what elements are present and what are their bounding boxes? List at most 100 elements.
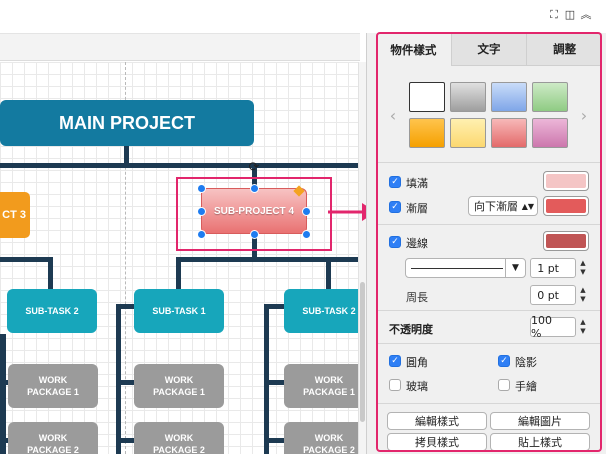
- separator: [378, 310, 600, 311]
- gradient-color-chip: [546, 199, 586, 213]
- gradient-checkbox[interactable]: ✓: [389, 201, 401, 213]
- chevron-down-icon: ▼: [505, 259, 525, 277]
- swatch-next-icon[interactable]: ›: [580, 106, 588, 125]
- connector: [264, 438, 286, 443]
- swatch-blue[interactable]: [491, 82, 527, 112]
- sub-project-3-node[interactable]: CT 3: [0, 192, 30, 238]
- gradient-label: 漸層: [406, 202, 428, 215]
- line-pattern-select[interactable]: ▼: [405, 258, 526, 278]
- perimeter-label: 周長: [406, 291, 428, 304]
- resize-handle[interactable]: [197, 230, 206, 239]
- swatch-red[interactable]: [491, 118, 527, 148]
- connector: [116, 304, 136, 309]
- shadow-label: 陰影: [515, 356, 537, 369]
- work-package-node[interactable]: WORK PACKAGE 2: [284, 422, 358, 454]
- swatch-gray[interactable]: [450, 82, 486, 112]
- swatch-orange[interactable]: [409, 118, 445, 148]
- glass-checkbox[interactable]: [389, 379, 401, 391]
- line-color-button[interactable]: [543, 231, 589, 251]
- copy-style-button[interactable]: 拷貝樣式: [387, 433, 487, 451]
- line-width-arrows-icon[interactable]: ▲▼: [580, 259, 586, 276]
- paste-style-button[interactable]: 貼上樣式: [490, 433, 590, 451]
- work-package-node[interactable]: WORK PACKAGE 1: [284, 364, 358, 408]
- resize-handle[interactable]: [250, 230, 259, 239]
- connector: [116, 438, 136, 443]
- diagram-canvas[interactable]: MAIN PROJECT CT 3 SUB-TASK 2 SUB-TASK 1 …: [0, 62, 358, 454]
- perimeter-arrows-icon[interactable]: ▲▼: [580, 286, 586, 303]
- fill-checkbox[interactable]: ✓: [389, 176, 401, 188]
- edit-image-button[interactable]: 編輯圖片: [490, 412, 590, 430]
- collapse-icon[interactable]: ︽: [580, 8, 592, 21]
- resize-handle[interactable]: [197, 207, 206, 216]
- updown-icon: ▲▼: [521, 201, 534, 211]
- fill-color-chip: [546, 174, 586, 188]
- connector: [252, 163, 257, 188]
- resize-handle[interactable]: [250, 184, 259, 193]
- line-width-stepper[interactable]: 1 pt: [530, 258, 576, 278]
- work-package-node[interactable]: WORK PACKAGE 2: [134, 422, 224, 454]
- edit-style-button[interactable]: 編輯樣式: [387, 412, 487, 430]
- connector: [0, 380, 10, 385]
- swatch-yellow[interactable]: [450, 118, 486, 148]
- main-project-node[interactable]: MAIN PROJECT: [0, 100, 254, 146]
- separator: [378, 343, 600, 344]
- resize-handle[interactable]: [302, 230, 311, 239]
- selection-highlight: [176, 177, 332, 251]
- perimeter-stepper[interactable]: 0 pt: [530, 285, 576, 305]
- glass-label: 玻璃: [406, 380, 428, 393]
- connector: [176, 257, 358, 262]
- canvas-scrollbar[interactable]: [358, 62, 366, 454]
- format-tabs: 物件樣式 文字 調整: [376, 33, 603, 66]
- resize-handle[interactable]: [197, 184, 206, 193]
- tab-arrange[interactable]: 調整: [526, 33, 603, 66]
- sketch-checkbox[interactable]: [498, 379, 510, 391]
- swatch-purple[interactable]: [532, 118, 568, 148]
- opacity-arrows-icon[interactable]: ▲▼: [580, 318, 586, 335]
- sub-project-4-node[interactable]: SUB-PROJECT 4: [201, 188, 307, 234]
- gradient-color-button[interactable]: [543, 196, 589, 216]
- separator: [378, 162, 600, 163]
- connector: [264, 304, 269, 454]
- gradient-direction-value: 向下漸層: [474, 200, 518, 213]
- fill-color-button[interactable]: [543, 171, 589, 191]
- connector: [0, 334, 6, 454]
- swatch-prev-icon[interactable]: ‹: [389, 106, 397, 125]
- perimeter-value: 0 pt: [537, 288, 559, 302]
- gradient-direction-select[interactable]: 向下漸層 ▲▼: [468, 196, 538, 216]
- separator: [378, 403, 600, 404]
- opacity-label: 不透明度: [389, 323, 433, 336]
- scrollbar-thumb[interactable]: [360, 282, 365, 422]
- fullscreen-icon[interactable]: ⛶: [550, 8, 558, 21]
- line-label: 邊線: [406, 237, 428, 250]
- work-package-node[interactable]: WORK PACKAGE 2: [8, 422, 98, 454]
- work-package-node[interactable]: WORK PACKAGE 1: [134, 364, 224, 408]
- tab-text[interactable]: 文字: [450, 33, 527, 66]
- connector: [48, 257, 53, 289]
- rounded-label: 圓角: [406, 356, 428, 369]
- top-bar: ⛶ ◫ ︽: [0, 0, 606, 33]
- rotate-icon[interactable]: ⟳: [248, 160, 260, 175]
- sub-task-node[interactable]: SUB-TASK 2: [284, 289, 358, 333]
- panel-toggle-icon[interactable]: ◫: [564, 8, 576, 21]
- connector: [0, 257, 52, 262]
- guide-line: [125, 62, 126, 454]
- sketch-label: 手繪: [515, 380, 537, 393]
- work-package-node[interactable]: WORK PACKAGE 1: [8, 364, 98, 408]
- line-checkbox[interactable]: ✓: [389, 236, 401, 248]
- connector: [116, 380, 136, 385]
- connector: [0, 438, 10, 443]
- tab-style[interactable]: 物件樣式: [376, 33, 451, 66]
- sub-task-node[interactable]: SUB-TASK 1: [134, 289, 224, 333]
- connector: [264, 304, 286, 309]
- opacity-value: 100 %: [531, 314, 552, 340]
- sub-task-node[interactable]: SUB-TASK 2: [7, 289, 97, 333]
- resize-handle[interactable]: [302, 207, 311, 216]
- connector: [252, 234, 257, 259]
- connector: [124, 146, 129, 168]
- rounded-checkbox[interactable]: ✓: [389, 355, 401, 367]
- line-color-chip: [546, 234, 586, 248]
- swatch-white[interactable]: [409, 82, 445, 112]
- swatch-green[interactable]: [532, 82, 568, 112]
- shadow-checkbox[interactable]: ✓: [498, 355, 510, 367]
- opacity-stepper[interactable]: 100 %: [530, 314, 576, 340]
